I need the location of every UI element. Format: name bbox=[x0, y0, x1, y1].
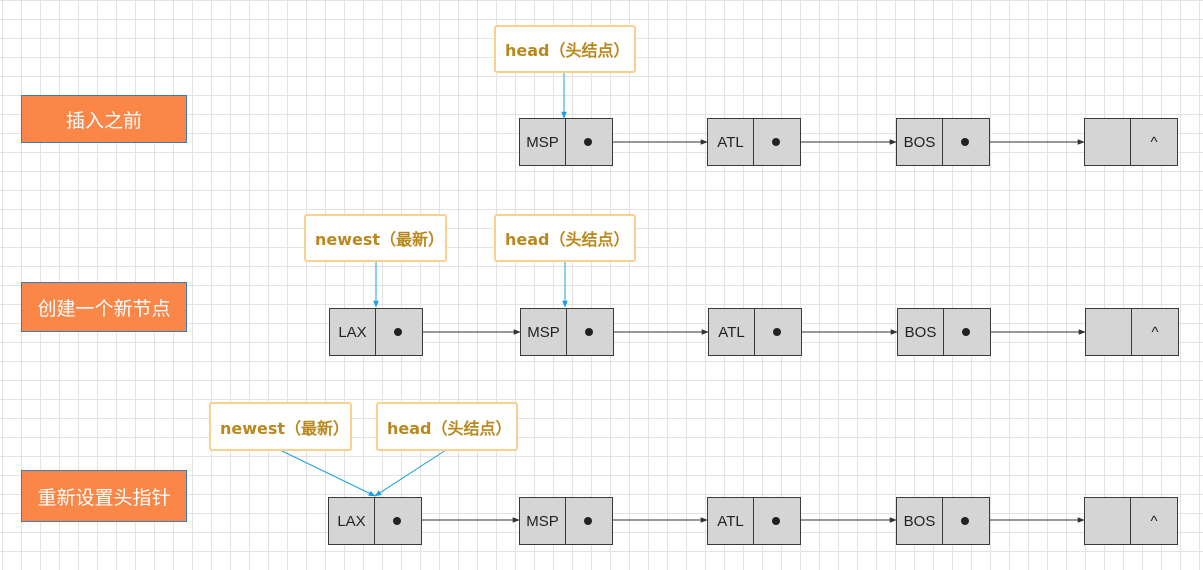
newest-pointer-label: newest（最新） bbox=[304, 214, 447, 262]
newest-pointer-label: newest（最新） bbox=[209, 402, 352, 451]
list-node-tail: ^ bbox=[1085, 308, 1179, 356]
node-next bbox=[944, 309, 990, 355]
node-value: LAX bbox=[330, 309, 376, 355]
next-pointer-dot bbox=[772, 517, 780, 525]
node-next bbox=[754, 119, 800, 165]
head-pointer-label: head（头结点） bbox=[494, 214, 636, 262]
list-node: ATL bbox=[707, 497, 801, 545]
newest-pointer-arrow bbox=[279, 449, 376, 497]
stage-label-create-node: 创建一个新节点 bbox=[21, 282, 187, 332]
node-next bbox=[566, 119, 612, 165]
list-node: ATL bbox=[708, 308, 802, 356]
node-value bbox=[1085, 498, 1131, 544]
node-value bbox=[1086, 309, 1132, 355]
null-terminator: ^ bbox=[1151, 323, 1159, 341]
node-next bbox=[375, 498, 421, 544]
node-value: BOS bbox=[898, 309, 944, 355]
head-pointer-arrow bbox=[374, 449, 447, 497]
stage-label-reset-head: 重新设置头指针 bbox=[21, 470, 187, 522]
next-pointer-dot bbox=[393, 517, 401, 525]
list-node-new: LAX bbox=[328, 497, 422, 545]
node-next bbox=[567, 309, 613, 355]
node-value: LAX bbox=[329, 498, 375, 544]
node-value: ATL bbox=[708, 498, 754, 544]
head-pointer-label: head（头结点） bbox=[376, 402, 518, 451]
next-pointer-dot bbox=[584, 517, 592, 525]
next-pointer-dot bbox=[772, 138, 780, 146]
list-node: MSP bbox=[519, 118, 613, 166]
node-value: ATL bbox=[708, 119, 754, 165]
node-next bbox=[943, 498, 989, 544]
next-pointer-dot bbox=[585, 328, 593, 336]
node-next bbox=[376, 309, 422, 355]
next-pointer-dot bbox=[584, 138, 592, 146]
list-node: ATL bbox=[707, 118, 801, 166]
next-pointer-dot bbox=[962, 328, 970, 336]
list-node: MSP bbox=[519, 497, 613, 545]
list-node-tail: ^ bbox=[1084, 497, 1178, 545]
next-pointer-dot bbox=[773, 328, 781, 336]
list-node: BOS bbox=[897, 308, 991, 356]
node-value: BOS bbox=[897, 498, 943, 544]
list-node: BOS bbox=[896, 497, 990, 545]
node-next bbox=[754, 498, 800, 544]
list-node: BOS bbox=[896, 118, 990, 166]
node-next bbox=[566, 498, 612, 544]
null-terminator: ^ bbox=[1150, 133, 1158, 151]
next-pointer-dot bbox=[961, 138, 969, 146]
head-pointer-label: head（头结点） bbox=[494, 25, 636, 73]
node-value: ATL bbox=[709, 309, 755, 355]
node-value: MSP bbox=[520, 119, 566, 165]
list-node-new: LAX bbox=[329, 308, 423, 356]
list-node-tail: ^ bbox=[1084, 118, 1178, 166]
next-pointer-dot bbox=[394, 328, 402, 336]
stage-label-before-insert: 插入之前 bbox=[21, 95, 187, 143]
node-value bbox=[1085, 119, 1131, 165]
null-terminator: ^ bbox=[1150, 512, 1158, 530]
list-node: MSP bbox=[520, 308, 614, 356]
next-pointer-dot bbox=[961, 517, 969, 525]
node-next bbox=[943, 119, 989, 165]
node-value: BOS bbox=[897, 119, 943, 165]
node-value: MSP bbox=[520, 498, 566, 544]
node-value: MSP bbox=[521, 309, 567, 355]
node-next bbox=[755, 309, 801, 355]
